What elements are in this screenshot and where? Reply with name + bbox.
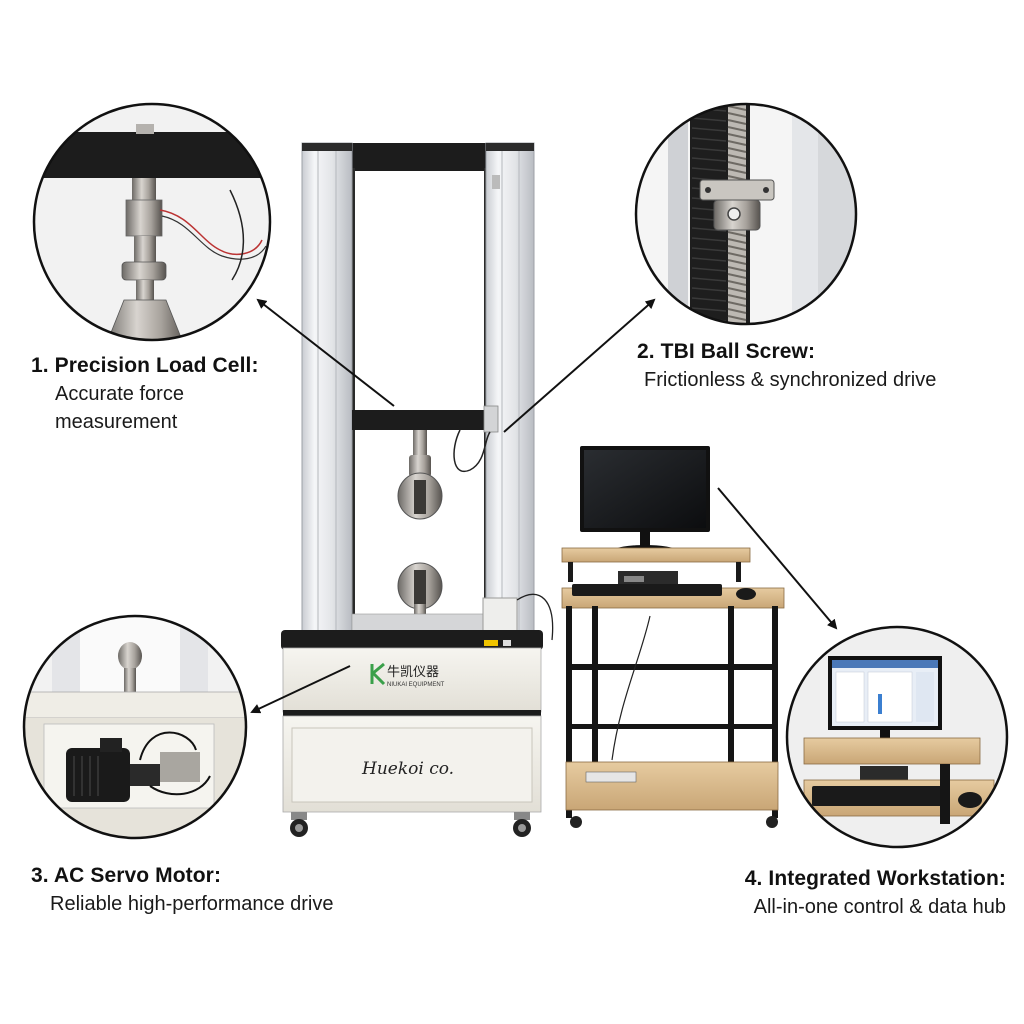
callout-title: Integrated Workstation:: [768, 867, 1006, 890]
detail-circle-ball-screw: [634, 102, 858, 326]
callout-desc-line: Frictionless & synchronized drive: [644, 369, 937, 391]
arrow-load-cell: [256, 298, 395, 407]
arrow-ball-screw: [503, 298, 656, 433]
arrow-servo-motor: [250, 665, 351, 714]
workstation: [561, 446, 785, 828]
detail-circle-workstation: [785, 625, 1009, 849]
moving-crossbeam: [352, 410, 486, 430]
callout-load-cell: 1. Precision Load Cell: Accurate force m…: [31, 354, 259, 436]
machine-logo-en: NIUKAI EQUIPMENT: [387, 682, 445, 688]
callout-title: Precision Load Cell:: [54, 354, 259, 377]
cabinet-top-band: [281, 630, 543, 650]
callout-ball-screw: 2. TBI Ball Screw: Frictionless & synchr…: [637, 340, 936, 394]
callout-workstation: 4. Integrated Workstation: All-in-one co…: [745, 867, 1006, 921]
callout-number: 3.: [31, 864, 49, 887]
callout-arrows: [250, 298, 838, 714]
callout-title: TBI Ball Screw:: [660, 340, 816, 363]
callout-number: 1.: [31, 354, 49, 377]
callout-desc-line: Reliable high-performance drive: [50, 893, 334, 915]
machine-logo-cn: 牛凯仪器: [387, 664, 439, 679]
callout-number: 2.: [637, 340, 655, 363]
cabinet-brand-text: Huekoi co.: [361, 759, 454, 779]
callout-desc-line: All-in-one control & data hub: [753, 896, 1006, 918]
detail-circle-servo-motor: [22, 614, 248, 840]
testing-machine: 牛凯仪器 NIUKAI EQUIPMENT Huekoi co.: [281, 142, 554, 837]
callout-title: AC Servo Motor:: [53, 864, 222, 887]
callout-number: 4.: [744, 867, 763, 890]
left-column: [301, 142, 353, 638]
arrow-workstation: [717, 487, 838, 630]
keyboard: [572, 584, 722, 596]
right-column: [485, 142, 535, 638]
callout-desc-line: Accurate force: [55, 383, 184, 405]
callout-desc-line: measurement: [55, 411, 178, 433]
callout-servo-motor: 3. AC Servo Motor: Reliable high-perform…: [31, 864, 333, 918]
detail-circle-load-cell: [32, 102, 272, 342]
